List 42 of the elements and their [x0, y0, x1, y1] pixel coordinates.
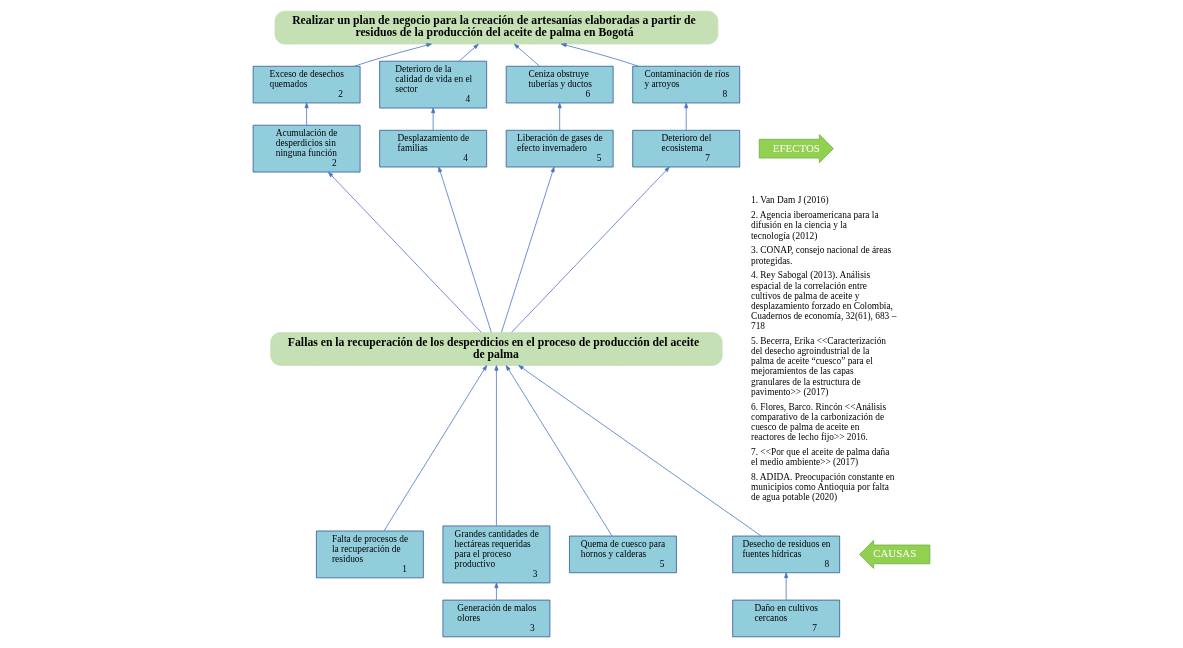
label: 5. Becerra, Erika <<Caracterización del desecho agroindustrial de la palma de aceite “cuesco” para el mejoramientos de las capas granulares de la estructura de pavimento>> (2017) [751, 335, 887, 397]
label: 2. Agencia iberoamericana para la difusión en la ciencia y la tecnología (2012) [751, 210, 879, 241]
arrow [557, 102, 562, 131]
arrow [501, 166, 555, 333]
arrow [438, 166, 492, 333]
node-box: Fallas en la recuperación de los desperdicios en el proceso de producción del aceite de palma [270, 332, 723, 366]
arrow [354, 43, 432, 67]
arrow [383, 365, 488, 532]
node-box: Generación de malos olores 3 [442, 599, 551, 638]
arrow [494, 365, 499, 527]
node-box: Ceniza obstruye tuberías y ductos 6 [505, 65, 614, 104]
node-box: Daño en cultivos cercanos 7 [732, 599, 841, 638]
arrow [328, 171, 482, 333]
node-box: Grandes cantidades de hectáreas requeridas para el proceso productivo 3 [442, 525, 551, 584]
arrow [494, 582, 499, 601]
node-box: Desecho de residuos en fuentes hídricas 8 [732, 535, 841, 574]
arrow [431, 107, 436, 131]
arrow [518, 365, 762, 537]
node-box: Acumulación de desperdicios sin ninguna función 2 [252, 124, 361, 173]
label: 4. Rey Sabogal (2013). Análisis espacial de la correlación entre cultivos de palma de aceite y desplazamiento forzado en Colombia, Cuadernos de economía, 32(61), 683 – 718 [751, 270, 897, 332]
node-box: Falta de procesos de la recuperación de residuos 1 [316, 530, 424, 579]
node-box: Exceso de desechos quemados 2 [252, 65, 361, 104]
label: 1. Van Dam J (2016) [751, 195, 829, 206]
arrow [784, 572, 789, 601]
node-box: Deterioro del ecosistema 7 [632, 129, 741, 168]
label: 3. CONAP, consejo nacional de áreas protegidas. [751, 245, 892, 266]
node-box: Desplazamiento de familias 4 [379, 129, 488, 168]
arrow [458, 43, 479, 62]
arrow [684, 102, 689, 131]
label: 7. <<Por que el aceite de palma daña el medio ambiente>> (2017) [751, 446, 890, 468]
arrow [511, 166, 670, 333]
node-box: Liberación de gases de efecto invernadero 5 [505, 129, 614, 168]
label: 6. Flores, Barco. Rincón <<Análisis comparativo de la carbonización de cuesco de palma de aceite en reactores de lecho fijo>> 2016. [751, 401, 887, 443]
label: 8. ADIDA. Preocupación constante en municipios como Antioquia por falta de agua potable (2020) [751, 471, 895, 503]
arrow [505, 365, 613, 537]
node-box: Realizar un plan de negocio para la creación de artesanías elaboradas a partir de residuos de la producción del aceite de palma en Bogotá [274, 10, 719, 45]
arrow [304, 102, 309, 126]
node-box: Deterioro de la calidad de vida en el sector 4 [379, 60, 488, 109]
node-box: Contaminación de ríos y arroyos 8 [632, 65, 741, 104]
arrow [514, 43, 540, 67]
arrow [561, 43, 639, 67]
node-box: Quema de cuesco para hornos y calderas 5 [569, 535, 677, 574]
